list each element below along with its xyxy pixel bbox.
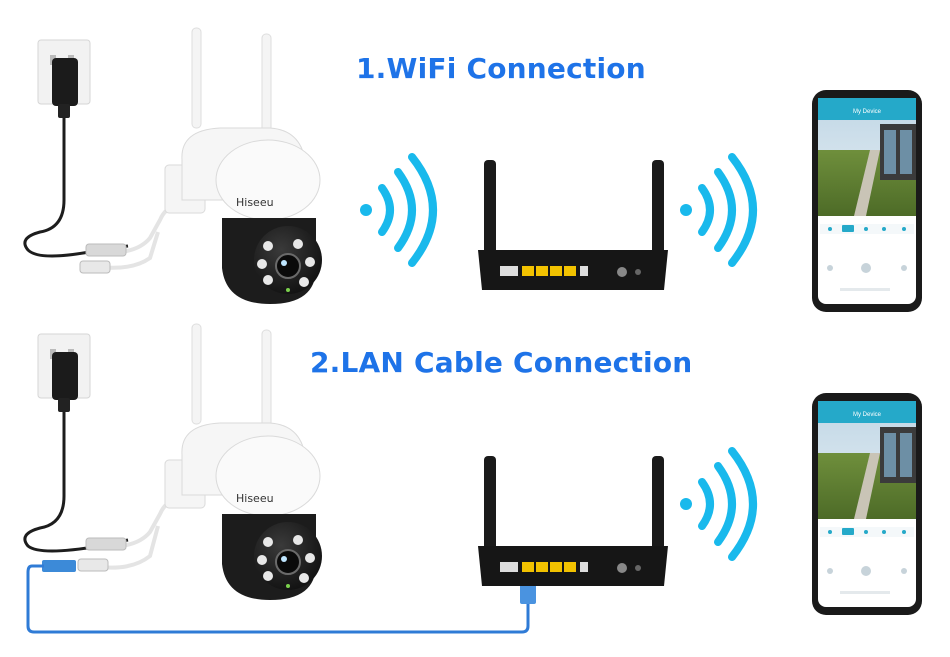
wifi-row: Hiseeu <box>23 27 922 312</box>
camera-brand-label: Hiseeu <box>236 196 274 209</box>
wifi-waves-icon <box>680 153 757 267</box>
wifi-router-icon <box>478 456 668 586</box>
smartphone-icon: My Device <box>812 90 922 312</box>
wifi-waves-icon <box>680 447 757 561</box>
network-connector <box>79 260 111 274</box>
lan-connection-title: 2.LAN Cable Connection <box>310 346 693 379</box>
wifi-connection-title: 1.WiFi Connection <box>356 52 646 85</box>
network-connector <box>77 558 109 572</box>
power-cable <box>23 412 129 553</box>
wifi-router-icon <box>478 160 668 290</box>
dc-connector <box>85 537 127 551</box>
power-cable <box>23 118 129 258</box>
smartphone-icon: My Device <box>812 393 922 615</box>
lan-row: Hiseeu <box>23 323 922 634</box>
power-adapter-icon <box>52 352 78 412</box>
phone-header-title: My Device <box>853 412 882 418</box>
lan-plug-icon <box>42 560 76 572</box>
lan-cable <box>26 564 530 634</box>
wifi-waves-icon <box>360 153 437 267</box>
phone-header-title: My Device <box>853 109 882 115</box>
ptz-camera-icon: Hiseeu <box>164 323 322 600</box>
ptz-camera-icon: Hiseeu <box>164 27 322 304</box>
dc-connector <box>85 243 127 257</box>
power-adapter-icon <box>52 58 78 118</box>
camera-brand-label: Hiseeu <box>236 492 274 505</box>
